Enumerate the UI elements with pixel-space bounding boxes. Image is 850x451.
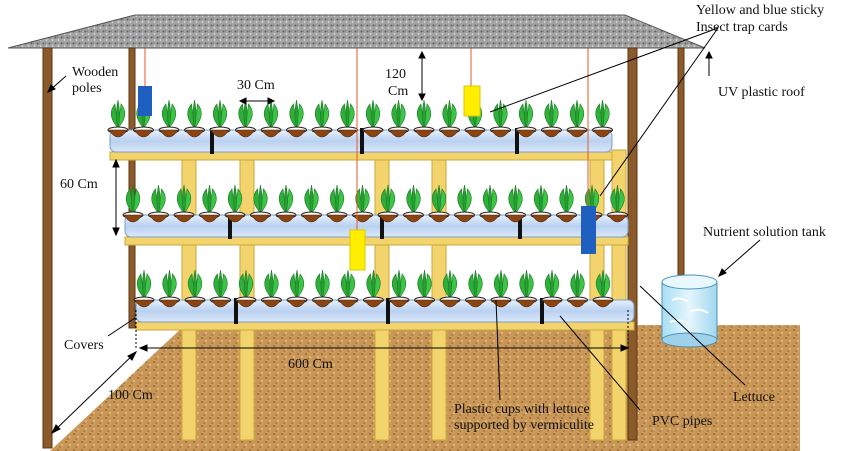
label-trap-cards-line2: Insect trap cards <box>696 20 788 35</box>
lettuce-plant <box>353 185 373 222</box>
label-spacing-30: 30 Cm <box>237 78 275 93</box>
blue-trap-card <box>581 206 596 254</box>
lettuce-plant <box>455 185 475 222</box>
lettuce-plant <box>327 185 347 222</box>
wooden-pole-back-left <box>129 48 135 328</box>
lettuce-plant <box>210 100 230 137</box>
pipe-joint <box>360 128 364 154</box>
nutrient-tank <box>662 275 717 347</box>
lettuce-plant <box>287 270 307 307</box>
lettuce-plant <box>466 270 486 307</box>
lettuce-plant <box>134 270 154 307</box>
lettuce-plant <box>389 100 409 137</box>
yellow-trap-card <box>464 86 480 116</box>
label-spacing-60: 60 Cm <box>60 177 98 192</box>
blue-trap-card <box>138 86 152 116</box>
lettuce-plant <box>567 100 587 137</box>
lettuce-plant <box>123 185 143 222</box>
lettuce-plant <box>491 270 511 307</box>
label-nutrient-tank: Nutrient solution tank <box>703 225 826 240</box>
lettuce-plant <box>568 270 588 307</box>
label-width-100: 100 Cm <box>108 388 153 403</box>
lettuce-plant <box>200 185 220 222</box>
lettuce-plant <box>542 100 562 137</box>
lettuce-plant <box>261 100 281 137</box>
lettuce-plant <box>108 100 128 137</box>
lettuce-plant <box>506 185 526 222</box>
yellow-trap-card <box>350 230 365 270</box>
label-cups-line2: supported by vermiculite <box>454 418 594 433</box>
label-height-120-line2: Cm <box>388 84 408 99</box>
lettuce-plant <box>262 270 282 307</box>
lettuce-plant <box>159 100 179 137</box>
uv-plastic-roof <box>8 15 705 48</box>
wooden-pole-right <box>628 48 637 440</box>
lettuce-plant <box>149 185 169 222</box>
lettuce-plant <box>160 270 180 307</box>
label-wooden-poles-line1: Wooden <box>72 65 118 80</box>
lettuce-plant <box>338 270 358 307</box>
lettuce-plant <box>517 270 537 307</box>
wooden-pole-left <box>43 48 52 448</box>
pipe-joint <box>386 298 390 324</box>
lettuce-plant <box>312 100 332 137</box>
lettuce-plant <box>516 100 536 137</box>
lettuce-plant <box>542 270 562 307</box>
label-pvc-pipes: PVC pipes <box>652 414 712 429</box>
label-cups-line1: Plastic cups with lettuce <box>454 402 590 417</box>
label-trap-cards-line1: Yellow and blue sticky <box>696 3 824 18</box>
lettuce-plant <box>313 270 333 307</box>
label-uv-roof: UV plastic roof <box>718 85 805 100</box>
lettuce-plant <box>440 100 460 137</box>
shelf-board <box>136 322 634 330</box>
label-covers: Covers <box>64 338 104 353</box>
lettuce-plant <box>302 185 322 222</box>
lettuce-plant <box>276 185 296 222</box>
lettuce-plant <box>480 185 500 222</box>
lettuce-plant <box>531 185 551 222</box>
label-height-120-line1: 120 <box>385 67 406 82</box>
label-lettuce: Lettuce <box>733 390 775 405</box>
pvc-pipe <box>136 300 634 322</box>
lettuce-plant <box>389 270 409 307</box>
lettuce-plant <box>236 100 256 137</box>
label-length-600: 600 Cm <box>288 357 333 372</box>
lettuce-plant <box>414 100 434 137</box>
shelf-tier <box>108 100 613 160</box>
shelf-board <box>125 237 628 245</box>
lettuce-plant <box>211 270 231 307</box>
pvc-pipe <box>125 215 628 237</box>
lettuce-plant <box>185 100 205 137</box>
lettuce-plant <box>557 185 577 222</box>
lettuce-plant <box>287 100 307 137</box>
lettuce-plant <box>338 100 358 137</box>
label-wooden-poles-line2: poles <box>72 81 102 96</box>
lettuce-plant <box>593 100 613 137</box>
lettuce-plant <box>363 100 383 137</box>
lettuce-plant <box>404 185 424 222</box>
